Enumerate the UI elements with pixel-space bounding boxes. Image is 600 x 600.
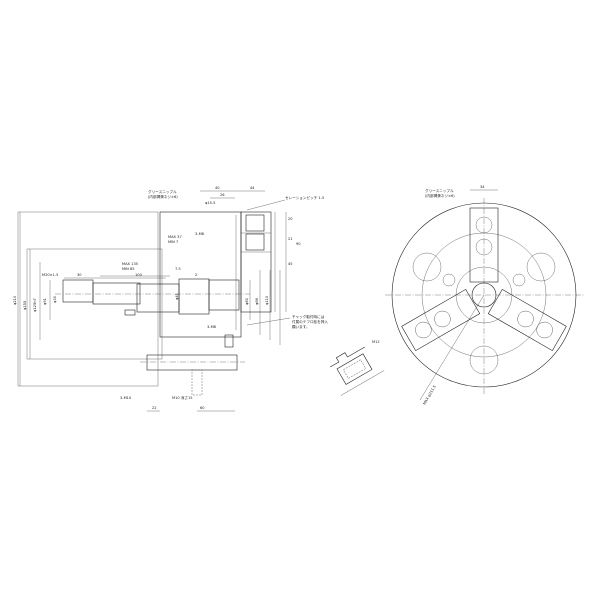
- dim-phi15-5: φ15.5: [205, 201, 215, 205]
- dim-phi155: φ155: [23, 301, 27, 310]
- dim-40: 40: [215, 186, 220, 190]
- dim-min85: MIN 85: [122, 267, 135, 271]
- chuck-body: [159, 211, 242, 338]
- dim-100: 100: [135, 273, 143, 277]
- mount-block: [146, 354, 238, 371]
- dim-phi210: φ210: [13, 295, 17, 305]
- dim-phi80: φ80: [245, 297, 249, 305]
- mounting-note-2: 付属のテフロ栓を押入: [292, 319, 328, 324]
- dim-max37: MAX 37: [168, 235, 182, 239]
- label-m20: M20×1.5: [42, 273, 58, 277]
- front-grease-label: グリースニップル: [425, 188, 454, 193]
- front-grease-sub: (内部潤滑ネジ×6): [425, 193, 455, 198]
- dim-phi110: φ110: [265, 295, 269, 305]
- serration-label: セレーションピッチ 1.5: [285, 195, 324, 200]
- dim-45: 45: [288, 262, 293, 266]
- mounting-note-1: チャック取付時には: [292, 314, 325, 319]
- mounting-note-3: 願います。: [292, 324, 310, 329]
- dim-max-phi211-5: MAX φ211.5: [422, 385, 436, 406]
- label-m12: M12: [372, 340, 380, 344]
- dim-phi125h7: φ125h7: [33, 298, 37, 312]
- dim-22: 22: [152, 406, 157, 410]
- jaw-block: [240, 211, 272, 313]
- dim-2: 2: [195, 273, 197, 277]
- dim-max135: MAX 135: [122, 262, 138, 266]
- dim-20: 20: [288, 217, 293, 221]
- dim-7-5: 7.5: [175, 267, 181, 271]
- label-m10-depth: M10 深さ15: [172, 395, 193, 400]
- grease-nipple-sub: (内部潤滑ネジ×6): [148, 194, 178, 199]
- dim-21: 21: [288, 237, 293, 241]
- label-3-m8-bottom: 3-M8: [207, 325, 217, 329]
- dim-90: 90: [296, 242, 301, 246]
- dim-30: 30: [77, 273, 82, 277]
- spindle-thread: [62, 279, 94, 303]
- detail-view: [330, 346, 385, 396]
- grease-nipple-label: グリースニップル: [148, 189, 177, 194]
- dim-min7: MIN 7: [168, 240, 178, 244]
- dim-34: 34: [480, 185, 485, 189]
- dim-phi30: φ30: [53, 295, 57, 303]
- front-view: 34 グリースニップル (内部潤滑ネジ×6) MAX φ211.5: [385, 185, 585, 406]
- spring: [124, 309, 136, 316]
- dim-26: 26: [220, 193, 225, 197]
- side-view: 40 44 26 φ15.5 グリースニップル (内部潤滑ネジ×6) セレーショ…: [13, 186, 328, 412]
- dim-60: 60: [200, 406, 205, 410]
- jaw-top: [469, 207, 499, 283]
- label-3-m10: 3-M10: [120, 396, 132, 400]
- dim-phi66: φ66: [255, 297, 259, 305]
- dim-phi91: φ91: [43, 298, 47, 305]
- dim-phi41: φ41: [175, 293, 179, 300]
- jaw-lower-right: [487, 288, 567, 352]
- label-3-m8-top: 3-M8: [195, 232, 205, 236]
- jaw-lower-left: [401, 288, 481, 352]
- dim-44: 44: [250, 186, 255, 190]
